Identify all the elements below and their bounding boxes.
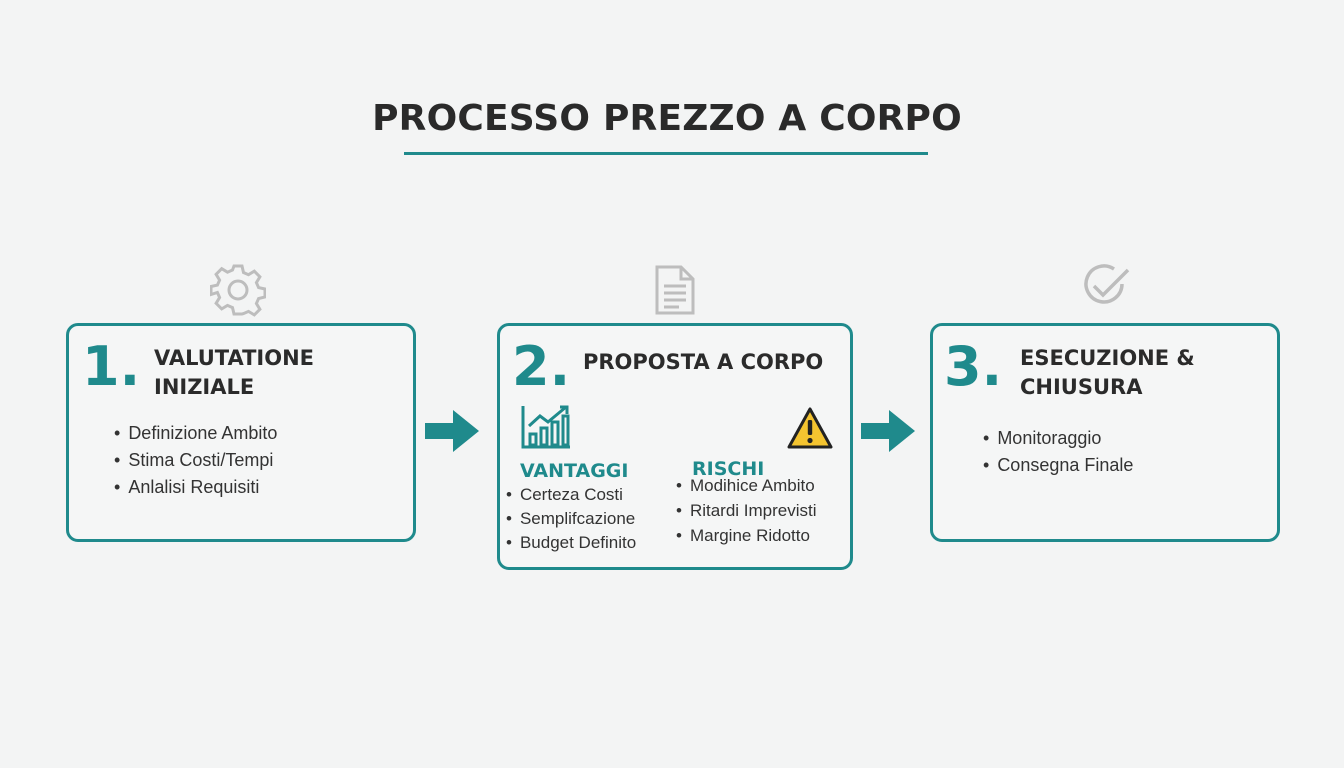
growth-chart-icon	[521, 405, 570, 449]
advantages-list: Certeza Costi Semplifcazione Budget Defi…	[506, 483, 636, 555]
list-item: Margine Ridotto	[676, 523, 817, 548]
step-1-title: VALUTATIONE INIZIALE	[154, 344, 314, 402]
step-3-number: 3.	[944, 335, 1003, 398]
check-circle-icon	[1084, 264, 1130, 304]
step-3-title-line2: CHIUSURA	[1020, 375, 1143, 399]
step-2-title: PROPOSTA A CORPO	[583, 350, 824, 374]
step-2-number: 2.	[512, 335, 571, 398]
step-1-number: 1.	[82, 335, 141, 398]
step-1-title-line1: VALUTATIONE	[154, 346, 314, 370]
list-item: Budget Definito	[506, 531, 636, 555]
list-item: Certeza Costi	[506, 483, 636, 507]
document-icon	[655, 265, 695, 315]
step-1-bullet-list: Definizione Ambito Stima Costi/Tempi Anl…	[114, 420, 277, 501]
page-title: PROCESSO PREZZO A CORPO	[372, 98, 962, 139]
step-3-title-line1: ESECUZIONE &	[1020, 346, 1195, 370]
list-item: Modihice Ambito	[676, 473, 817, 498]
step-3-title: ESECUZIONE & CHIUSURA	[1020, 344, 1195, 402]
list-item: Consegna Finale	[983, 452, 1133, 479]
step-3-bullet-list: Monitoraggio Consegna Finale	[983, 425, 1133, 479]
list-item: Definizione Ambito	[114, 420, 277, 447]
list-item: Ritardi Imprevisti	[676, 498, 817, 523]
advantages-heading: VANTAGGI	[520, 460, 629, 482]
list-item: Stima Costi/Tempi	[114, 447, 277, 474]
list-item: Anlalisi Requisiti	[114, 474, 277, 501]
step-1-title-line2: INIZIALE	[154, 375, 255, 399]
arrow-right-icon	[861, 410, 915, 452]
warning-icon	[787, 407, 833, 449]
title-underline	[404, 152, 928, 155]
list-item: Semplifcazione	[506, 507, 636, 531]
arrow-right-icon	[425, 410, 479, 452]
gear-icon	[210, 264, 266, 317]
risks-list: Modihice Ambito Ritardi Imprevisti Margi…	[676, 473, 817, 548]
list-item: Monitoraggio	[983, 425, 1133, 452]
